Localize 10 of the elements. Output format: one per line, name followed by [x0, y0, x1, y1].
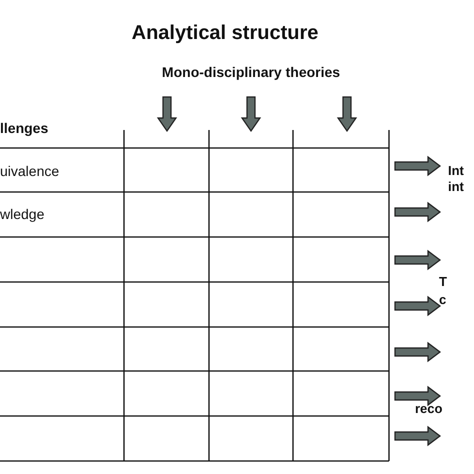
side-label: Int [448, 163, 464, 178]
side-label: c [439, 292, 446, 307]
title: Analytical structure [132, 22, 318, 44]
side-label: T [439, 274, 447, 289]
row-label: wledge [0, 206, 44, 222]
side-label: int [448, 179, 464, 194]
column-heading: Mono-disciplinary theories [162, 64, 340, 80]
row-label: uivalence [0, 163, 60, 179]
column-heading: llenges [0, 120, 48, 136]
side-label: reco [415, 401, 442, 416]
